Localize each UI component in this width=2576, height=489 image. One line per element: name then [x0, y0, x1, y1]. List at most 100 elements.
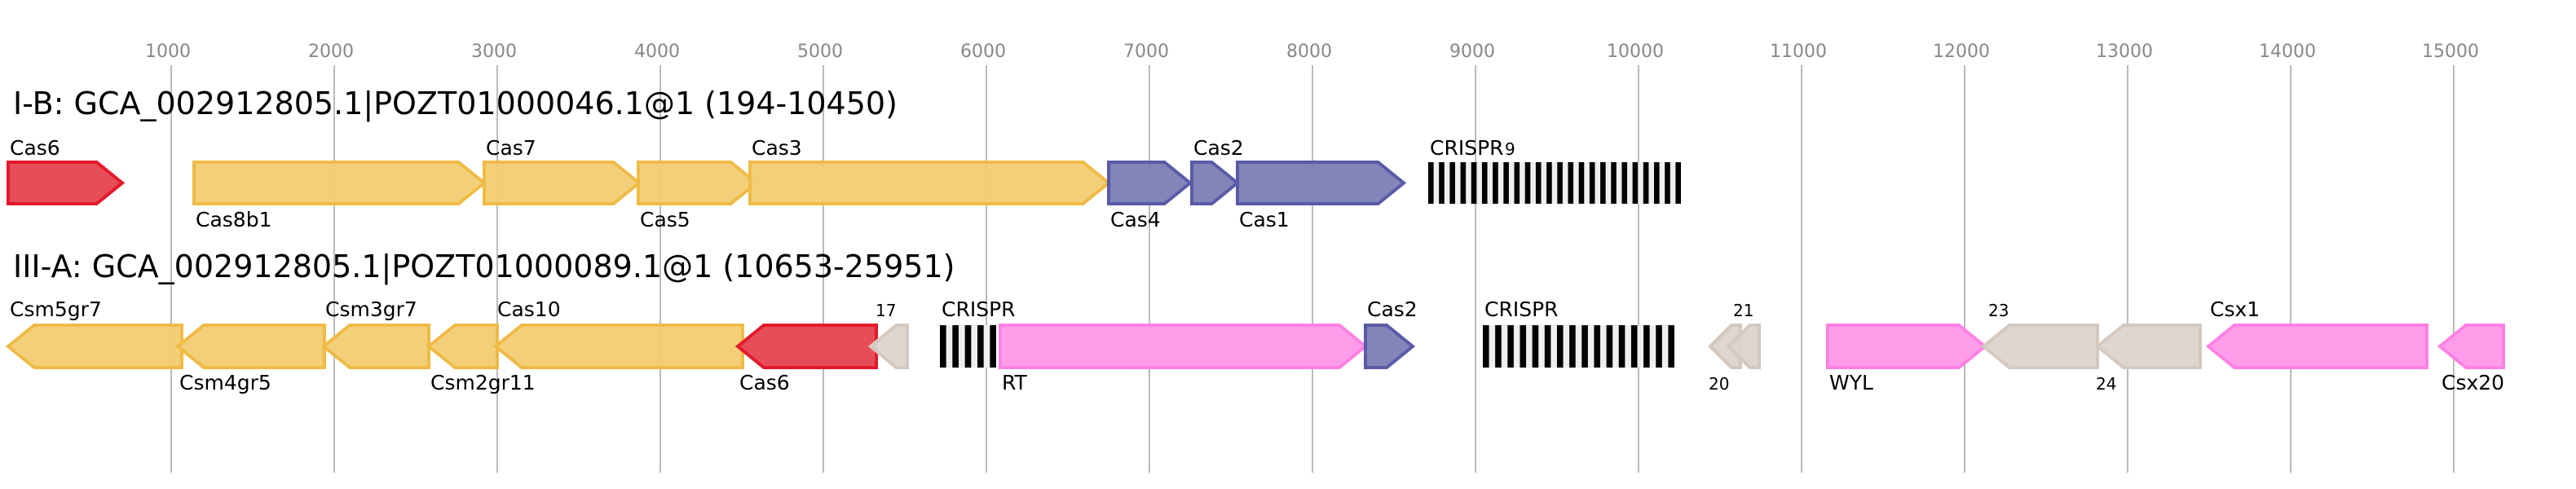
gene-csx20: Csx20 [2437, 324, 2505, 394]
gene-csm3gr7: Csm3gr7 [320, 297, 430, 369]
gene-arrow [1236, 161, 1407, 205]
track-title: I-B: GCA_002912805.1|POZT01000046.1@1 (1… [13, 86, 898, 122]
feature-label: RT [1002, 371, 1028, 394]
gene-20: 20 [1708, 324, 1742, 394]
crispr-repeat [1568, 162, 1574, 204]
crispr-repeat [1643, 162, 1649, 204]
gene-arrow [5, 324, 183, 369]
gene-arrow [1726, 324, 1761, 369]
crispr-repeat [1556, 325, 1564, 368]
feature-label: 23 [1988, 301, 2009, 320]
crispr-repeat [1578, 162, 1585, 204]
gene-arrow [734, 324, 878, 369]
gene-arrow [174, 324, 326, 369]
crispr-repeat [1600, 162, 1606, 204]
crispr-repeat [952, 325, 959, 368]
crispr-spacers [1428, 162, 1681, 204]
crispr-repeat [1439, 162, 1445, 204]
feature-label: Cas5 [640, 208, 690, 231]
crispr-repeat [977, 325, 984, 368]
crispr-repeat [1493, 162, 1498, 204]
crispr-repeat [1668, 325, 1674, 368]
feature-label: 17 [876, 301, 896, 320]
track-type-I-B: I-B: GCA_002912805.1|POZT01000046.1@1 (1… [7, 86, 1681, 231]
tick-label: 14000 [2259, 42, 2316, 62]
feature-label: Csm3gr7 [325, 297, 417, 321]
gene-arrow [637, 161, 760, 205]
gene-csx1: Csx1 [2205, 297, 2428, 369]
tick-label: 11000 [1770, 42, 1827, 62]
gene-cas4: Cas4 [1107, 161, 1193, 231]
crispr-repeat [1581, 325, 1588, 368]
gene-cas6: Cas6 [734, 324, 878, 394]
gene-24: 24 [2094, 324, 2202, 394]
crispr-repeat [1589, 162, 1595, 204]
crispr-repeat [1535, 162, 1542, 204]
feature-label: CRISPR [942, 297, 1016, 321]
crispr-repeat [1471, 162, 1477, 204]
crispr-repeat [1520, 325, 1527, 368]
crispr-repeat [1643, 325, 1650, 368]
tick-label: 2000 [308, 42, 354, 62]
feature-label: CRISPR [1484, 297, 1559, 321]
crispr-repeat [1514, 162, 1520, 204]
feature-label: Csm2gr11 [430, 371, 536, 394]
crispr-repeat [1618, 325, 1625, 368]
gene-csm5gr7: Csm5gr7 [5, 297, 183, 369]
crispr-repeat [1569, 325, 1576, 368]
feature-label: Csm4gr5 [179, 371, 271, 394]
tick-label: 7000 [1123, 42, 1169, 62]
feature-label: Cas10 [497, 297, 561, 321]
feature-label: Cas4 [1110, 208, 1161, 231]
crispr-repeat [1495, 325, 1502, 368]
feature-label: 21 [1733, 301, 1753, 320]
gene-cas5: Cas5 [637, 161, 760, 231]
tick-label: 6000 [960, 42, 1006, 62]
crispr-repeat [964, 325, 972, 368]
tick-label: 8000 [1286, 42, 1332, 62]
gene-arrow [748, 161, 1112, 205]
tick-label: 3000 [471, 42, 517, 62]
gene-arrow [2205, 324, 2428, 369]
gene-arrow [1980, 324, 2099, 369]
gene-17: 17 [867, 301, 909, 369]
gene-arrow [483, 161, 642, 205]
feature-label: 20 [1709, 374, 1729, 394]
crispr-repeat [1481, 162, 1488, 204]
feature-label: 24 [2096, 374, 2116, 394]
crispr-repeat [1594, 325, 1601, 368]
crispr-spacers [1483, 325, 1674, 368]
feature-label: Cas2 [1367, 297, 1418, 321]
gene-arrow [1364, 324, 1416, 369]
crispr-repeat [1630, 325, 1638, 368]
feature-label: Csx1 [2210, 297, 2260, 321]
gene-wyl: WYL [1826, 324, 1988, 394]
gene-21: 21 [1726, 301, 1761, 369]
gene-arrow [2094, 324, 2202, 369]
gene-cas7: Cas7 [483, 136, 642, 205]
feature-label: Cas1 [1239, 208, 1290, 231]
tick-label: 15000 [2422, 42, 2479, 62]
crispr-repeat [1460, 162, 1467, 204]
feature-label: Cas6 [739, 371, 790, 394]
tick-label: 12000 [1933, 42, 1990, 62]
crispr-repeat [1483, 325, 1489, 368]
crispr-repeat [1503, 162, 1509, 204]
crispr-repeat [1606, 325, 1613, 368]
crispr-repeat [990, 325, 996, 368]
tick-label: 10000 [1607, 42, 1664, 62]
feature-label: Cas7 [486, 136, 536, 160]
gene-csm2gr11: Csm2gr11 [426, 324, 536, 394]
crispr-repeat [1557, 162, 1563, 204]
gene-arrow [1107, 161, 1193, 205]
gene-arrow [492, 324, 744, 369]
gene-cas10: Cas10 [492, 297, 744, 369]
crispr-repeat [1532, 325, 1539, 368]
gene-arrow [2437, 324, 2505, 369]
crispr-repeat [1665, 162, 1670, 204]
crispr-repeat [1675, 162, 1681, 204]
feature-label: Csm5gr7 [10, 297, 102, 321]
